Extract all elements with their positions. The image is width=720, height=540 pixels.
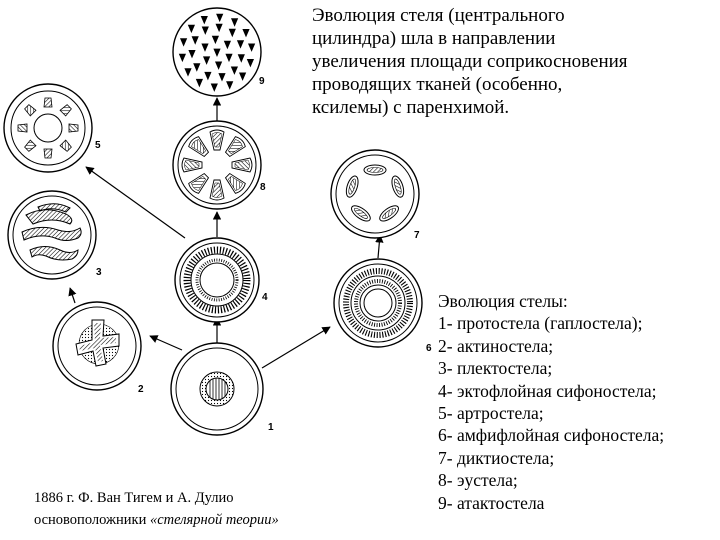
- vascular-bundle: [181, 157, 203, 173]
- slide-title: Эволюция стеля (центрального цилиндра) ш…: [312, 5, 628, 118]
- scattered-bundle: [184, 68, 192, 77]
- scattered-bundle: [215, 23, 223, 33]
- xylem-bundle: [43, 97, 53, 108]
- figure-label-7: 7: [414, 230, 420, 241]
- scattered-bundle: [210, 83, 218, 92]
- arrow-2-to-3: [68, 287, 77, 304]
- figure-numbers: 1 2 3 4 5 6 7 8 9: [95, 76, 432, 433]
- legend-item: 6- амфифлойная сифоностела;: [438, 425, 665, 446]
- legend-item: 2- актиностела;: [438, 335, 554, 356]
- figure-label-9: 9: [259, 76, 265, 87]
- arrow-4-to-5: [85, 166, 186, 239]
- vascular-bundle: [224, 136, 246, 158]
- figure-label-1: 1: [268, 422, 274, 433]
- meristele: [363, 164, 387, 176]
- scattered-bundle: [193, 63, 201, 72]
- scattered-bundle: [225, 53, 233, 63]
- legend-item: 8- эустела;: [438, 470, 518, 491]
- arrow-6-to-7: [375, 234, 384, 259]
- scattered-bundle: [200, 15, 208, 25]
- figure-label-4: 4: [262, 292, 268, 303]
- stele-2-actinostele: [52, 301, 142, 391]
- xylem-bundle: [17, 123, 28, 133]
- scattered-bundle: [214, 61, 223, 70]
- vascular-bundle: [188, 172, 210, 194]
- scattered-bundle: [202, 56, 211, 65]
- scattered-bundle: [226, 81, 234, 90]
- scattered-bundle: [246, 59, 255, 68]
- scattered-bundle: [218, 73, 226, 82]
- meristele: [351, 205, 371, 222]
- scattered-bundle: [178, 53, 187, 63]
- scattered-bundle: [230, 66, 239, 75]
- stele-3-plectostele: [7, 190, 97, 280]
- stele-9-atactostele: [172, 7, 262, 97]
- scattered-bundle: [223, 40, 232, 50]
- arrows: [68, 97, 384, 369]
- meristele: [391, 175, 405, 198]
- scattered-bundle: [242, 29, 250, 38]
- scattered-bundle: [237, 54, 245, 63]
- stele-7-dictyostele: [330, 149, 420, 239]
- scattered-bundle: [204, 71, 212, 81]
- xylem-bundle: [68, 123, 79, 133]
- vascular-bundle: [188, 136, 210, 158]
- xylem-bundle: [43, 148, 53, 159]
- legend-item: 9- атактостела: [438, 492, 545, 513]
- scattered-bundle: [188, 50, 196, 59]
- scattered-bundle: [187, 24, 196, 34]
- figure-label-8: 8: [260, 182, 266, 193]
- legend-item: 3- плектостела;: [438, 358, 553, 379]
- meristele: [345, 175, 359, 198]
- scattered-bundle: [236, 40, 245, 49]
- scattered-bundle: [201, 43, 209, 52]
- figure-label-6: 6: [426, 343, 432, 354]
- stele-1-protostele: [170, 342, 264, 436]
- scattered-bundle: [179, 38, 188, 47]
- scattered-bundle: [230, 18, 239, 27]
- figure-label-5: 5: [95, 140, 101, 151]
- arrow-1-to-6: [261, 326, 331, 369]
- credit-note: 1886 г. Ф. Ван Тигем и А. Дулио основопо…: [34, 487, 279, 531]
- figure-label-3: 3: [96, 267, 102, 278]
- scattered-bundle: [191, 36, 199, 45]
- scattered-bundle: [201, 26, 209, 35]
- stele-5-arthrostele: [3, 83, 93, 173]
- legend-heading: Эволюция стелы:: [438, 291, 568, 311]
- scattered-bundle: [195, 78, 204, 88]
- legend-item: 1- протостела (гаплостела);: [438, 313, 643, 334]
- scattered-bundle: [211, 35, 220, 45]
- credit-prefix: основоположники: [34, 512, 150, 528]
- meristele: [379, 205, 399, 222]
- legend-item: 5- артростела;: [438, 403, 544, 424]
- figure-label-2: 2: [138, 384, 144, 395]
- xylem-bundle: [24, 139, 37, 152]
- credit-theory-name: «стелярной теории»: [149, 512, 279, 528]
- credit-line-2: основоположники «стелярной теории»: [34, 509, 279, 531]
- stele-6-amphiphloic-siphonostele: [333, 258, 423, 348]
- stele-4-ectophloic-siphonostele: [174, 237, 260, 323]
- scattered-bundle: [213, 48, 221, 58]
- arrow-1-to-2: [149, 335, 183, 351]
- credit-line-1: 1886 г. Ф. Ван Тигем и А. Дулио: [34, 490, 234, 506]
- legend: Эволюция стелы: 1- протостела (гаплостел…: [438, 290, 720, 514]
- xylem-bundle: [59, 104, 72, 117]
- scattered-bundle: [216, 13, 224, 23]
- scattered-bundle: [238, 72, 247, 81]
- legend-item: 4- эктофлойная сифоностела;: [438, 380, 657, 401]
- scattered-bundle: [228, 28, 236, 38]
- vascular-bundle: [209, 179, 225, 201]
- vascular-bundle: [231, 157, 253, 173]
- vascular-bundle: [224, 172, 246, 194]
- xylem-bundle: [59, 139, 72, 152]
- vascular-bundle: [209, 129, 225, 151]
- stele-8-eustele: [172, 120, 262, 210]
- xylem-bundle: [24, 104, 37, 117]
- scattered-bundle: [247, 43, 256, 52]
- legend-item: 7- диктиостела;: [438, 447, 555, 468]
